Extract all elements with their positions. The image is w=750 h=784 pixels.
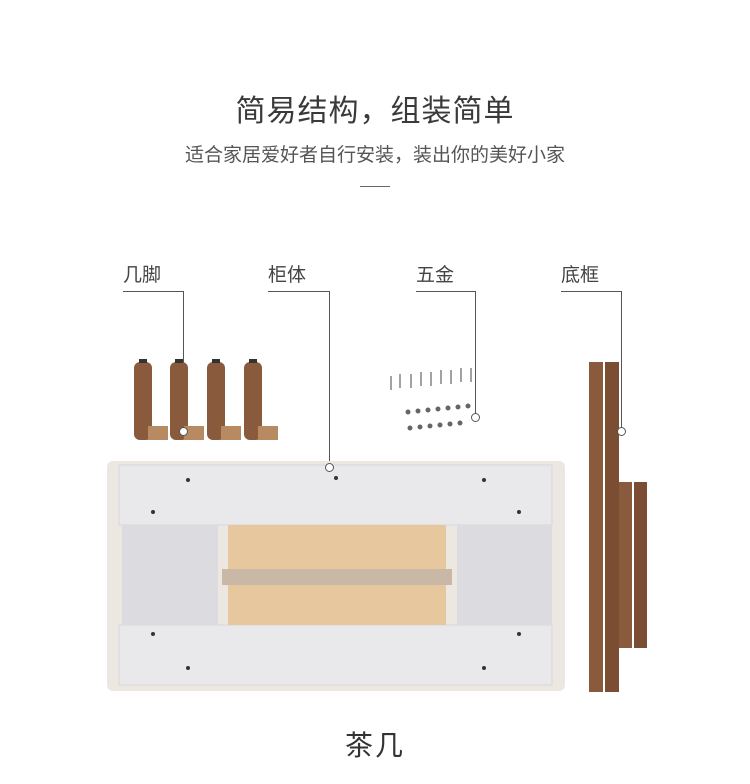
- section-subtitle: 适合家居爱好者自行安装，装出你的美好小家: [184, 144, 565, 166]
- cabinet-body-illustration: [107, 461, 565, 691]
- part-label-base-frame: 底框: [561, 264, 600, 286]
- leader-line-hardware: [416, 291, 476, 418]
- leader-line-legs: [123, 291, 184, 432]
- part-label-legs: 几脚: [123, 264, 162, 286]
- leader-dot-hardware: [471, 413, 480, 422]
- title-divider: [360, 186, 390, 187]
- leader-dot-legs: [179, 427, 188, 436]
- product-caption: 茶几: [344, 729, 405, 762]
- leader-line-base-frame: [561, 291, 622, 432]
- table-legs-illustration: [134, 359, 278, 440]
- leader-dot-cabinet: [325, 463, 334, 472]
- section-title: 简易结构，组装简单: [235, 94, 515, 129]
- hardware-screws-illustration: [390, 368, 472, 431]
- part-label-cabinet: 柜体: [268, 264, 307, 286]
- leader-dot-base-frame: [617, 427, 626, 436]
- leader-line-cabinet: [268, 291, 330, 468]
- base-frame-illustration: [589, 362, 647, 692]
- part-label-hardware: 五金: [416, 264, 455, 286]
